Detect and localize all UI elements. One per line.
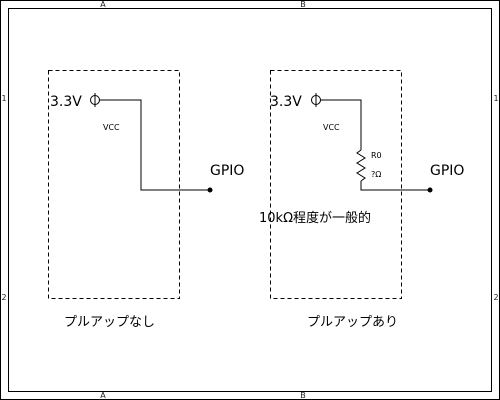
- zone-row-2-left: 2: [1, 293, 6, 302]
- left-supply-label: 3.3V: [50, 94, 82, 110]
- left-supply-symbol-icon: [90, 93, 100, 107]
- zone-col-a-top: A: [100, 0, 106, 9]
- left-net-label: VCC: [103, 123, 120, 132]
- inner-border: [8, 8, 492, 392]
- zone-row-1-right: 1: [493, 94, 498, 103]
- right-caption: プルアップあり: [307, 315, 398, 330]
- resistor-icon: [356, 149, 366, 182]
- zone-col-b-bottom: B: [300, 391, 306, 400]
- zone-row-2-right: 2: [493, 293, 498, 302]
- right-circuit: 3.3V VCC R0 ?Ω GPIO 10kΩ程度が一般的 プルアップあり: [259, 70, 464, 330]
- zone-col-a-bottom: A: [100, 391, 106, 400]
- right-wire-upper: [320, 99, 362, 150]
- left-boundary-box: [48, 70, 180, 299]
- left-output-pin-icon: [207, 187, 213, 193]
- left-circuit: 3.3V VCC GPIO プルアップなし: [48, 70, 244, 330]
- right-output-label: GPIO: [430, 163, 464, 179]
- right-wire-lower: [360, 181, 430, 191]
- right-net-label: VCC: [323, 123, 340, 132]
- resistor-value-label: ?Ω: [371, 170, 381, 179]
- resistor-ref-label: R0: [371, 151, 382, 160]
- left-caption: プルアップなし: [64, 315, 155, 330]
- right-supply-symbol-icon: [311, 93, 321, 107]
- left-wire: [99, 99, 210, 191]
- right-boundary-box: [270, 70, 402, 299]
- zone-col-b-top: B: [300, 0, 306, 9]
- resistor-note: 10kΩ程度が一般的: [259, 210, 371, 226]
- zone-row-1-left: 1: [1, 94, 6, 103]
- right-supply-label: 3.3V: [270, 94, 302, 110]
- left-output-label: GPIO: [210, 163, 244, 179]
- right-output-pin-icon: [427, 187, 433, 193]
